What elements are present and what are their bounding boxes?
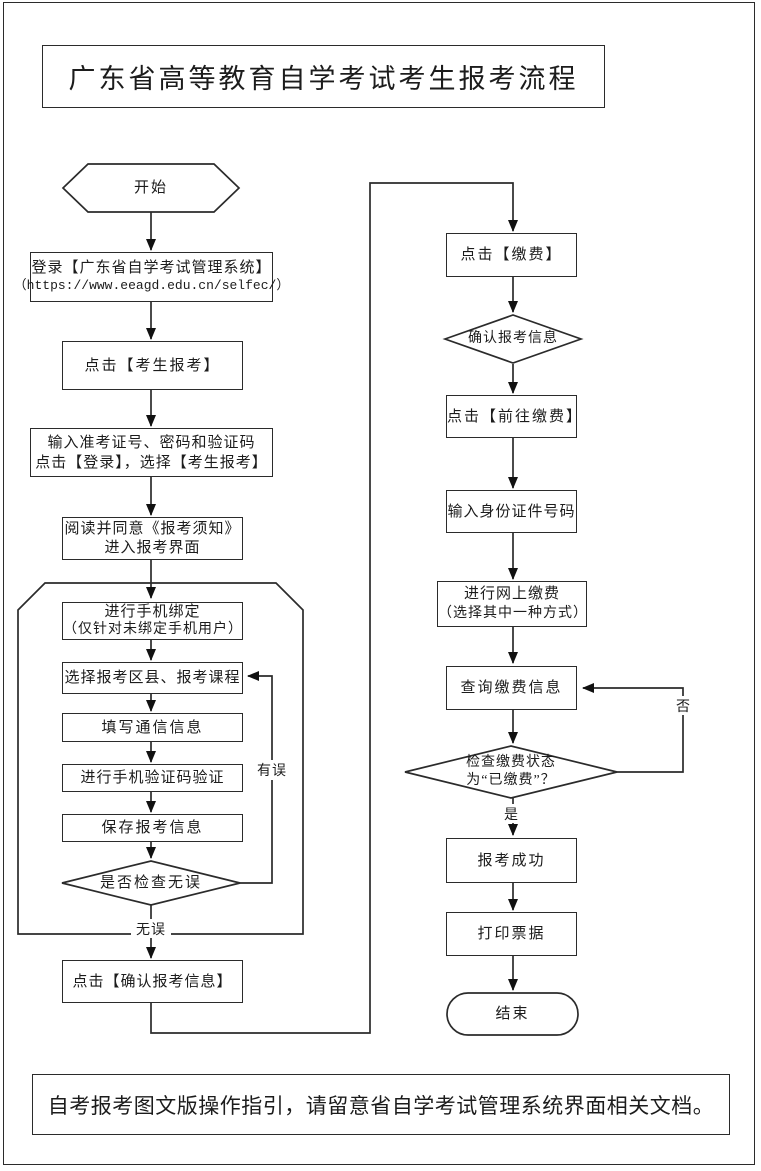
bind-line2: （仅针对未绑定手机用户） <box>63 622 243 637</box>
query-pay-node: 查询缴费信息 <box>446 666 577 710</box>
end-terminator <box>446 992 579 1036</box>
query-pay-text: 查询缴费信息 <box>460 680 563 696</box>
verify-sms-text: 进行手机验证码验证 <box>80 770 225 786</box>
click-pay-node: 点击【缴费】 <box>446 233 577 277</box>
login-url: （https://www.eeagd.edu.cn/selfec/） <box>13 278 290 293</box>
input-credentials-node: 输入准考证号、密码和验证码 点击【登录】，选择【考生报考】 <box>30 428 273 477</box>
bind-phone-node: 进行手机绑定 （仅针对未绑定手机用户） <box>62 602 243 640</box>
procedure-group-container <box>17 582 304 935</box>
input-id-node: 输入身份证件号码 <box>446 490 577 533</box>
start-text: 开始 <box>133 179 168 196</box>
check-payment-label: 检查缴费状态 为“已缴费”？ <box>405 746 617 798</box>
no-branch-text: 否 <box>676 699 691 715</box>
footer-note: 自考报考图文版操作指引，请留意省自学考试管理系统界面相关文档。 <box>32 1074 730 1135</box>
notice-line1: 阅读并同意《报考须知》 <box>64 520 241 537</box>
confirm-diamond-label: 确认报考信息 <box>445 315 581 363</box>
error-branch-text: 有误 <box>257 764 287 779</box>
check-errors-label: 是否检查无误 <box>62 861 240 905</box>
page-title-text: 广东省高等教育自学考试考生报考流程 <box>68 64 579 94</box>
check-errors-text: 是否检查无误 <box>99 874 202 891</box>
online-pay-line1: 进行网上缴费 <box>463 586 560 602</box>
check-payment-line2: 为“已缴费”？ <box>466 773 556 788</box>
save-info-node: 保存报考信息 <box>62 814 243 842</box>
yes-branch-text: 是 <box>504 807 519 823</box>
click-pay-text: 点击【缴费】 <box>460 247 563 263</box>
online-pay-line2: （选择其中一种方式） <box>438 606 588 621</box>
yes-branch-label: 是 <box>502 804 521 823</box>
ok-branch-text: 无误 <box>136 922 166 938</box>
online-pay-node: 进行网上缴费 （选择其中一种方式） <box>437 581 587 627</box>
confirm-info-diamond <box>442 314 584 364</box>
notice-line2: 进入报考界面 <box>104 539 201 556</box>
login-system-node: 登录【广东省自学考试管理系统】 （https://www.eeagd.edu.c… <box>14 252 289 302</box>
success-text: 报考成功 <box>477 852 546 869</box>
goto-pay-text: 点击【前往缴费】 <box>447 408 584 425</box>
ok-branch-label: 无误 <box>131 919 171 938</box>
print-receipt-text: 打印票据 <box>477 926 546 942</box>
page-title: 广东省高等教育自学考试考生报考流程 <box>42 45 605 108</box>
select-courses-text: 选择报考区县、报考课程 <box>64 670 241 686</box>
confirm-diamond-text: 确认报考信息 <box>468 331 558 346</box>
select-courses-node: 选择报考区县、报考课程 <box>62 662 243 694</box>
end-node-label: 结束 <box>447 993 578 1035</box>
footer-note-text: 自考报考图文版操作指引，请留意省自学考试管理系统界面相关文档。 <box>47 1093 715 1118</box>
page-border <box>3 2 755 1165</box>
click-register-text: 点击【考生报考】 <box>84 357 221 374</box>
confirm-info-node: 点击【确认报考信息】 <box>62 960 243 1003</box>
start-hexagon <box>61 163 241 213</box>
edge-confirm-pay <box>150 182 518 1034</box>
print-receipt-node: 打印票据 <box>446 912 577 956</box>
start-node-label: 开始 <box>63 164 239 212</box>
credentials-line1: 输入准考证号、密码和验证码 <box>47 434 256 451</box>
success-node: 报考成功 <box>446 838 577 883</box>
fill-contact-text: 填写通信信息 <box>101 719 204 736</box>
read-notice-node: 阅读并同意《报考须知》 进入报考界面 <box>62 517 243 560</box>
bind-line1: 进行手机绑定 <box>104 604 201 620</box>
no-branch-label: 否 <box>674 696 693 715</box>
verify-sms-node: 进行手机验证码验证 <box>62 764 243 792</box>
check-payment-line1: 检查缴费状态 <box>466 755 556 770</box>
login-line1: 登录【广东省自学考试管理系统】 <box>31 260 272 276</box>
fill-contact-node: 填写通信信息 <box>62 713 243 742</box>
confirm-info-text: 点击【确认报考信息】 <box>72 973 233 990</box>
end-text: 结束 <box>495 1005 530 1022</box>
goto-pay-node: 点击【前往缴费】 <box>446 395 584 438</box>
error-branch-label: 有误 <box>252 760 292 780</box>
edge-no-loop <box>582 683 684 773</box>
click-register-node: 点击【考生报考】 <box>62 341 243 390</box>
save-info-text: 保存报考信息 <box>101 820 204 836</box>
credentials-line2: 点击【登录】，选择【考生报考】 <box>35 454 268 471</box>
input-id-text: 输入身份证件号码 <box>447 503 576 520</box>
